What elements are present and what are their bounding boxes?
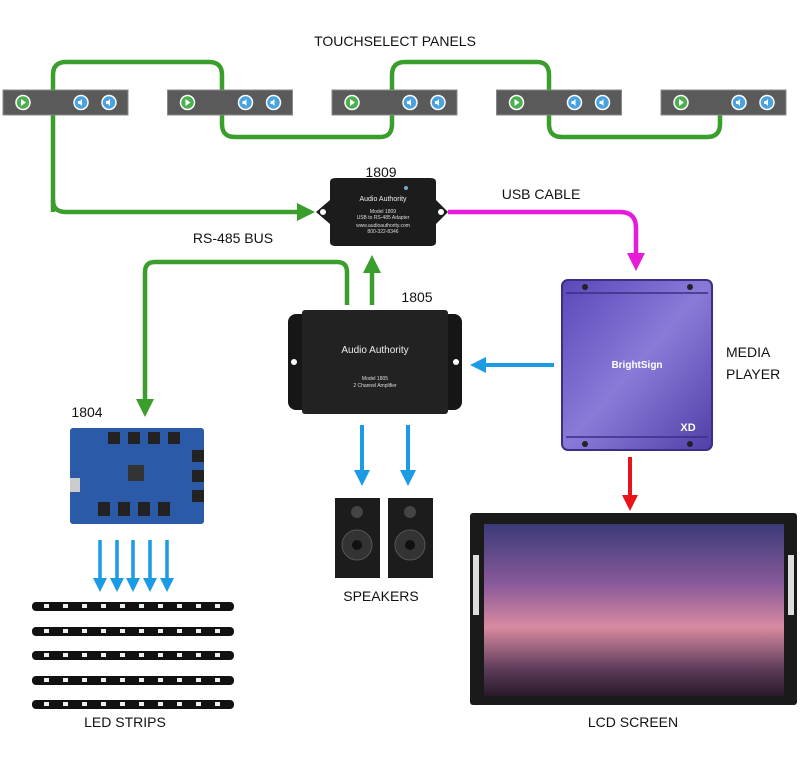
speaker-left[interactable] — [335, 498, 380, 578]
play-button-icon[interactable] — [179, 94, 196, 111]
label-1805: 1805 — [401, 289, 432, 305]
media-player[interactable]: BrightSign XD — [561, 279, 713, 451]
led-strip — [32, 627, 234, 636]
label-rs485-bus: RS-485 BUS — [193, 230, 273, 246]
touchselect-panel[interactable] — [167, 89, 293, 116]
adapter-phone: 800-322-8346 — [367, 229, 398, 235]
volume-button-icon[interactable] — [237, 94, 254, 111]
led-strip — [32, 651, 234, 660]
play-button-icon[interactable] — [15, 94, 31, 111]
controller-1804[interactable] — [70, 428, 204, 524]
led-arrows — [93, 540, 174, 592]
volume-button-icon[interactable] — [566, 94, 583, 111]
amp-brand: Audio Authority — [341, 345, 408, 356]
adapter-web: www.audioauthority.com — [356, 223, 410, 229]
led-strip — [32, 676, 234, 685]
label-lcd-screen: LCD SCREEN — [588, 714, 678, 730]
player-badge: XD — [680, 422, 695, 434]
touchselect-panel[interactable] — [660, 89, 787, 116]
label-player: PLAYER — [726, 366, 780, 382]
label-1809: 1809 — [365, 164, 396, 180]
adapter-model: Model 1809 — [370, 209, 396, 215]
amplifier-1805[interactable]: Audio Authority Model 1805 2 Channel Amp… — [288, 310, 462, 414]
label-touchselect-panels: TOUCHSELECT PANELS — [314, 33, 476, 49]
label-led-strips: LED STRIPS — [84, 714, 166, 730]
play-button-icon[interactable] — [673, 94, 689, 111]
label-media: MEDIA — [726, 344, 771, 360]
volume-button-icon[interactable] — [402, 94, 418, 111]
play-button-icon[interactable] — [508, 94, 525, 111]
volume-button-icon[interactable] — [73, 94, 89, 111]
usb-cable — [448, 209, 645, 271]
lcd-screen[interactable] — [470, 513, 797, 705]
volume-button-icon[interactable] — [101, 94, 117, 111]
touchselect-panel[interactable] — [2, 89, 129, 116]
amp-desc: 2 Channel Amplifier — [353, 383, 397, 389]
volume-button-icon[interactable] — [594, 94, 611, 111]
play-button-icon[interactable] — [344, 94, 360, 111]
volume-button-icon[interactable] — [731, 94, 747, 111]
speaker-right[interactable] — [388, 498, 433, 578]
volume-button-icon[interactable] — [265, 94, 282, 111]
led-strip — [32, 700, 234, 709]
adapter-desc: USB to RS-485 Adapter — [357, 215, 410, 221]
label-usb-cable: USB CABLE — [502, 186, 581, 202]
volume-button-icon[interactable] — [759, 94, 775, 111]
rs485-amp-to-controller — [136, 259, 350, 417]
touchselect-panel[interactable] — [496, 89, 622, 116]
player-brand: BrightSign — [611, 360, 662, 371]
label-speakers: SPEAKERS — [343, 588, 418, 604]
label-1804: 1804 — [71, 404, 102, 420]
led-strip — [32, 602, 234, 611]
adapter-1809[interactable]: Audio Authority Model 1809 USB to RS-485… — [316, 178, 448, 246]
volume-button-icon[interactable] — [430, 94, 446, 111]
touchselect-panel[interactable] — [331, 89, 458, 116]
amp-model: Model 1805 — [362, 376, 388, 382]
adapter-brand: Audio Authority — [359, 196, 407, 203]
